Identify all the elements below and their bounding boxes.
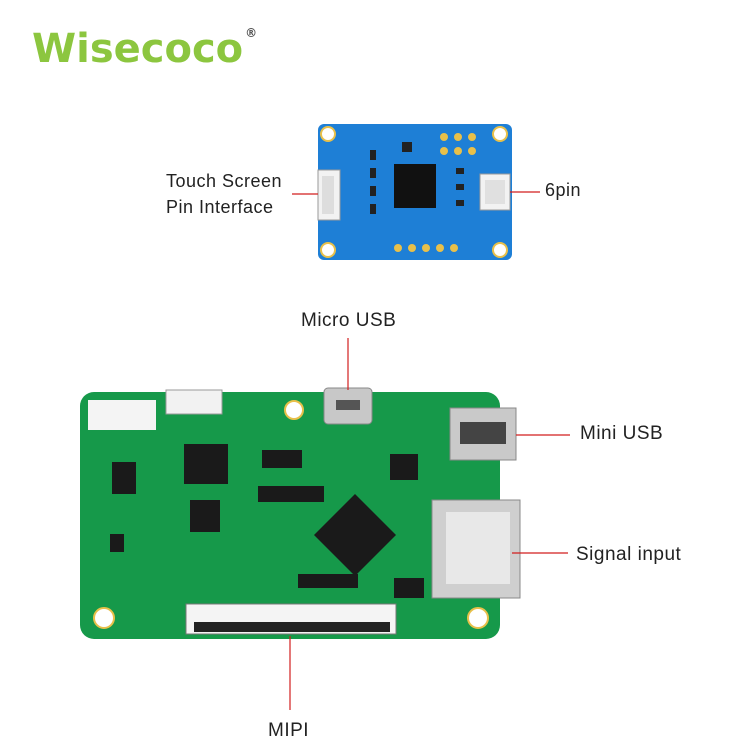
mini-usb-label: Mini USB	[580, 423, 664, 444]
touch-screen-callout: Touch Screen Pin Interface	[166, 168, 282, 220]
mipi-label: MIPI	[268, 720, 310, 741]
micro-usb-label: Micro USB	[301, 310, 397, 331]
touch-label-line2: Pin Interface	[166, 197, 274, 217]
touch-adapter-board	[317, 124, 512, 260]
six-pin-label: 6pin	[545, 180, 582, 200]
logo-text: Wisecoco	[32, 26, 244, 72]
callout-lines	[289, 191, 570, 710]
wisecoco-logo: Wisecoco®	[32, 26, 257, 72]
touch-label-line1: Touch Screen	[166, 171, 283, 191]
main-driver-board	[80, 387, 521, 639]
signal-input-label: Signal input	[576, 544, 682, 565]
registered-mark: ®	[245, 26, 258, 40]
